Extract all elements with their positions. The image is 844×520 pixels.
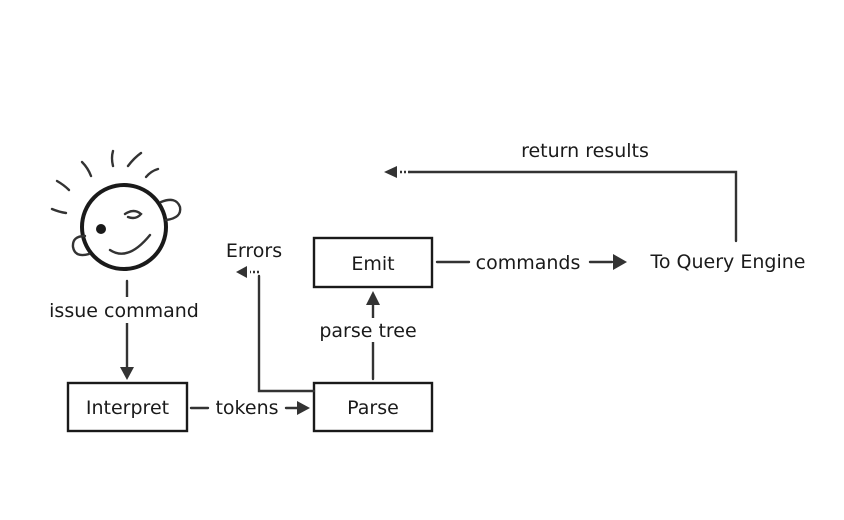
emit-node: Emit xyxy=(312,236,434,289)
parse-label: Parse xyxy=(347,397,399,419)
query-engine-label: To Query Engine xyxy=(650,251,806,273)
commands-label: commands xyxy=(476,252,581,274)
smiley-face-icon xyxy=(50,149,182,271)
tokens-label: tokens xyxy=(215,397,278,419)
tokens-arrowhead xyxy=(297,401,310,415)
issue-command-arrowhead xyxy=(120,367,134,380)
commands-arrowhead xyxy=(613,254,627,270)
interpret-node: Interpret xyxy=(66,381,189,433)
return-results-connector xyxy=(408,170,738,243)
return-results-arrowhead xyxy=(384,166,397,178)
errors-connector xyxy=(257,274,316,393)
parse-node: Parse xyxy=(312,381,434,433)
errors-label: Errors xyxy=(226,240,282,262)
return-results-label: return results xyxy=(521,140,649,162)
parse-tree-label: parse tree xyxy=(319,320,416,342)
errors-arrowhead xyxy=(236,266,247,278)
issue-command-label: issue command xyxy=(49,300,199,322)
emit-label: Emit xyxy=(351,253,394,275)
interpret-label: Interpret xyxy=(86,397,169,419)
parse-tree-arrowhead xyxy=(366,291,380,305)
